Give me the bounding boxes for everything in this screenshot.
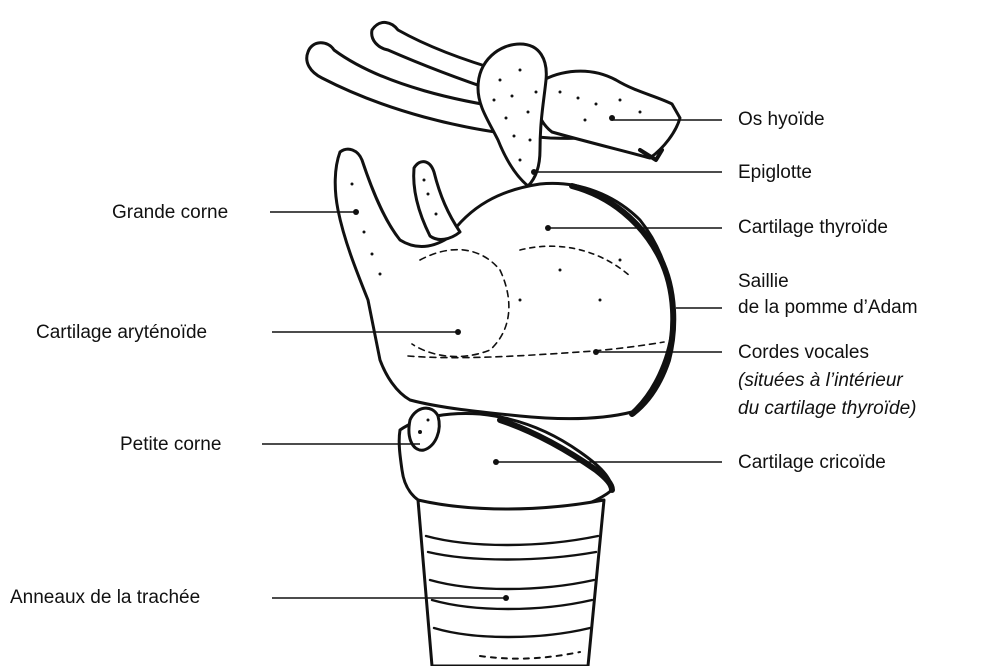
trachea bbox=[418, 500, 604, 666]
arytenoid-horn bbox=[414, 162, 460, 240]
label-saillie: Saillie bbox=[738, 270, 789, 293]
label-grande-corne: Grande corne bbox=[112, 201, 228, 224]
label-cartilage-arytenoide: Cartilage aryténoïde bbox=[36, 321, 207, 344]
epiglottis bbox=[478, 44, 546, 186]
thyroid-cartilage bbox=[335, 149, 673, 418]
label-pomme-adam: de la pomme d’Adam bbox=[738, 296, 918, 319]
label-petite-corne: Petite corne bbox=[120, 433, 221, 456]
label-cartilage-cricoide: Cartilage cricoïde bbox=[738, 451, 886, 474]
label-anneaux-trachee: Anneaux de la trachée bbox=[10, 586, 200, 609]
label-cartilage-thyroide: Cartilage thyroïde bbox=[738, 216, 888, 239]
label-os-hyoide: Os hyoïde bbox=[738, 108, 825, 131]
cricoid-cartilage bbox=[399, 408, 612, 513]
label-cordes-vocales: Cordes vocales bbox=[738, 341, 869, 364]
label-cordes-note-2: du cartilage thyroïde) bbox=[738, 397, 917, 420]
label-cordes-note-1: (situées à l’intérieur bbox=[738, 369, 903, 392]
label-epiglotte: Epiglotte bbox=[738, 161, 812, 184]
